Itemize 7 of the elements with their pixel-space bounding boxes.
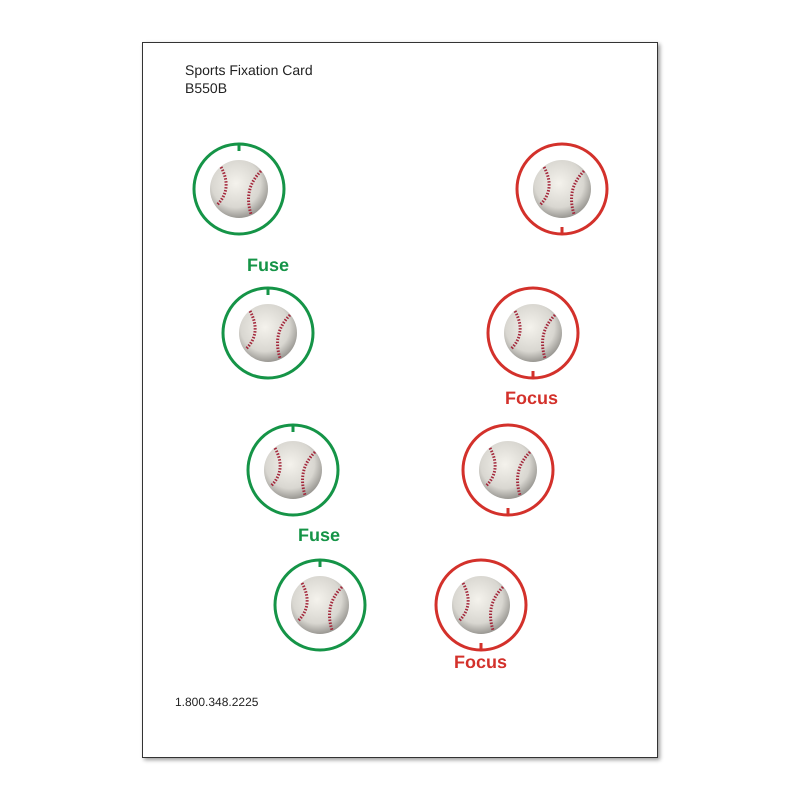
card-code: B550B [185,80,228,96]
fuse-label: Fuse [247,255,290,276]
fuse-label: Fuse [298,525,340,546]
focus-label: Focus [454,652,508,673]
focus-label: Focus [505,388,558,409]
card-title: Sports Fixation Card [185,62,313,78]
phone-number: 1.800.348.2225 [175,695,258,709]
